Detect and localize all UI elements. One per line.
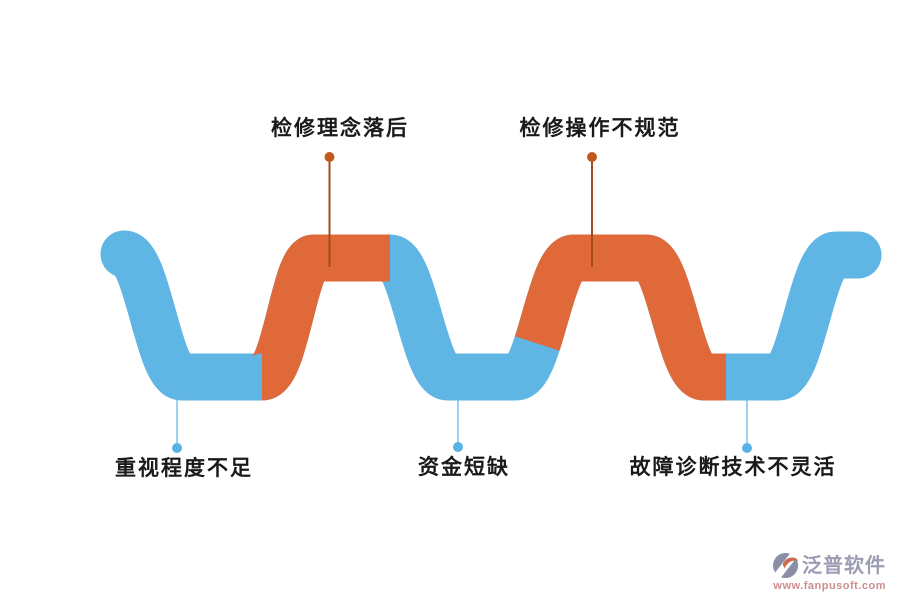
label-top-1: 检修理念落后 xyxy=(271,117,409,140)
callout-dot-bottom-1 xyxy=(172,443,182,453)
snake-segment-orange-1 xyxy=(249,234,390,401)
snake-path-blue xyxy=(100,230,882,401)
callout-dot-bottom-3 xyxy=(742,443,752,453)
label-bottom-3: 故障诊断技术不灵活 xyxy=(629,456,837,479)
callout-dot-top-2 xyxy=(587,152,597,162)
logo-name: 泛普软件 xyxy=(802,554,886,577)
logo: 泛普软件 www.fanpusoft.com xyxy=(773,552,886,592)
snake-segment-orange-2 xyxy=(514,234,726,401)
label-bottom-2: 资金短缺 xyxy=(418,456,510,479)
label-top-2: 检修操作不规范 xyxy=(519,117,681,140)
label-bottom-1: 重视程度不足 xyxy=(115,457,253,480)
logo-url: www.fanpusoft.com xyxy=(773,580,886,592)
callout-dot-top-1 xyxy=(324,152,335,162)
callout-dot-bottom-2 xyxy=(453,442,463,452)
logo-icon xyxy=(773,552,800,579)
